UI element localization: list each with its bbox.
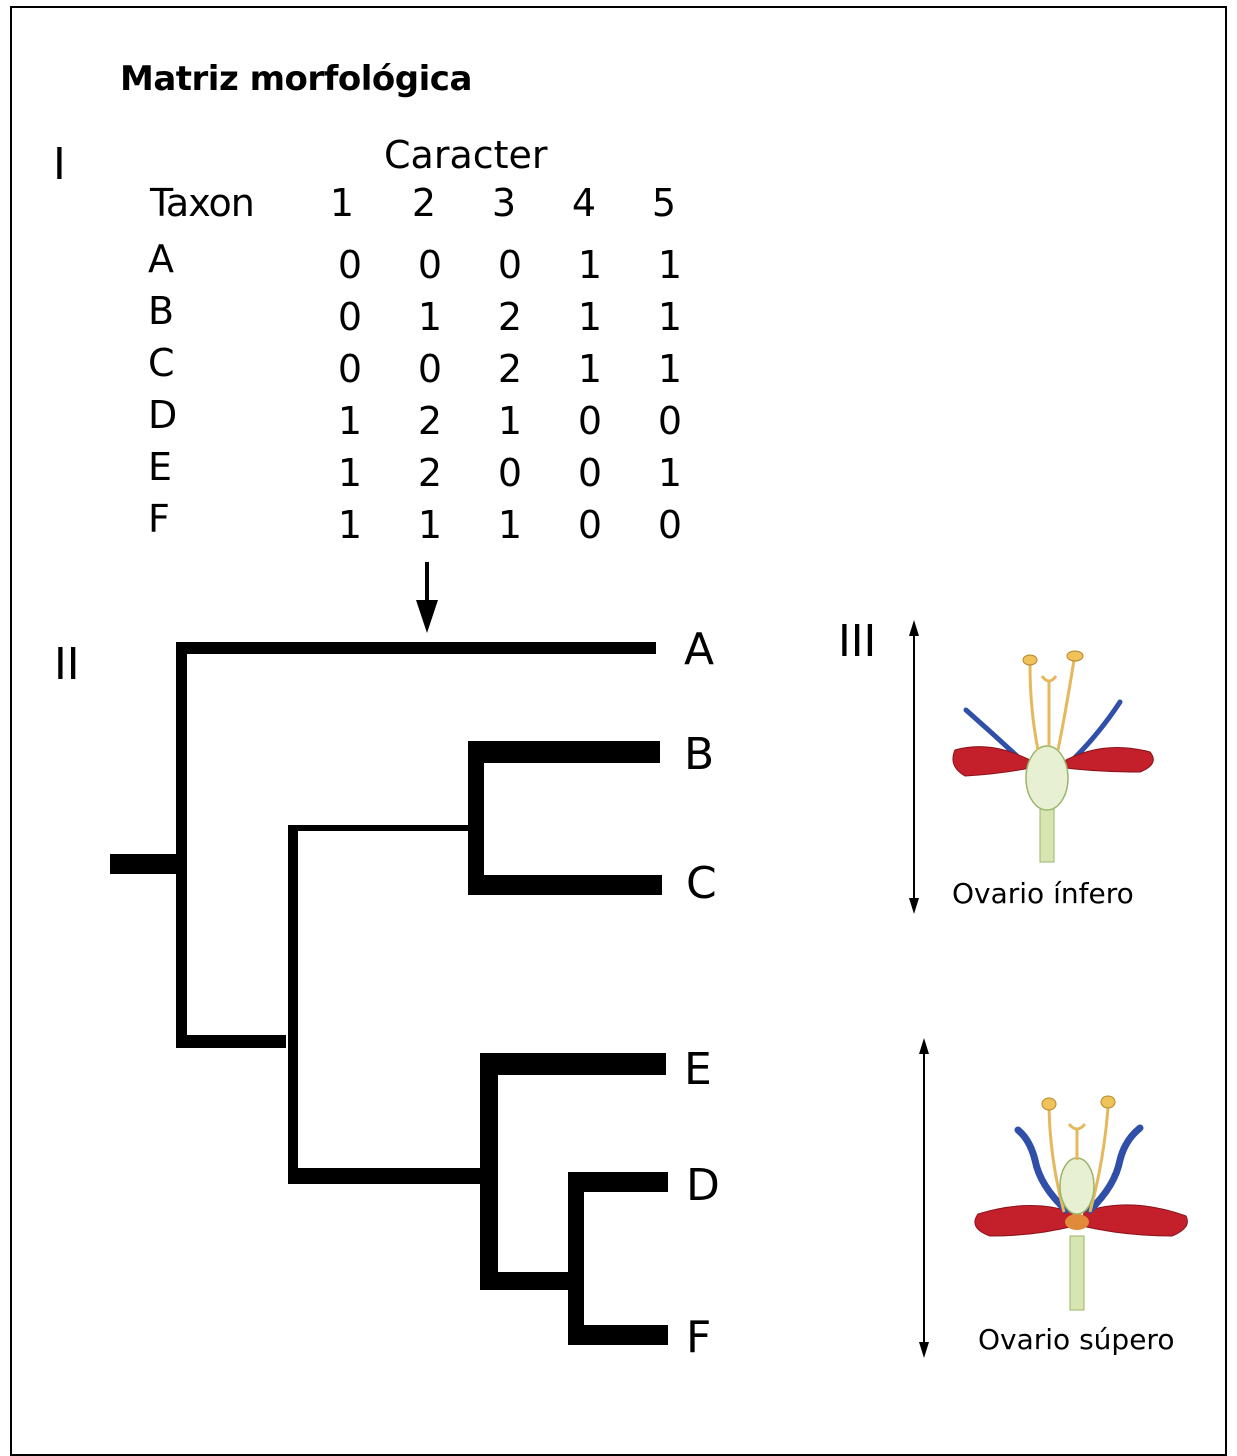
branch-c xyxy=(468,875,662,895)
leaf-label-e: E xyxy=(684,1044,712,1095)
matrix-cell: 0 xyxy=(577,503,603,547)
leaf-label-c: C xyxy=(686,858,717,909)
matrix-cell: 2 xyxy=(417,399,443,443)
flower-inferior-ovary-icon xyxy=(952,650,1154,863)
taxon-row-label: D xyxy=(148,393,178,437)
double-arrow-upper xyxy=(909,620,919,914)
matrix-cell: 0 xyxy=(337,243,363,287)
matrix-cell: 1 xyxy=(337,503,363,547)
flower-superior-ovary-icon xyxy=(974,1095,1188,1311)
matrix-cell: 1 xyxy=(337,399,363,443)
section-label-ii: II xyxy=(54,637,80,689)
edf-vertical xyxy=(480,1053,498,1290)
matrix-cell: 1 xyxy=(417,295,443,339)
character-number: 4 xyxy=(571,181,597,225)
character-number: 1 xyxy=(329,181,355,225)
inner-vertical xyxy=(288,826,298,1184)
character-number: 2 xyxy=(411,181,437,225)
character-header: Caracter xyxy=(384,133,548,177)
matrix-cell: 0 xyxy=(577,451,603,495)
double-arrow-lower xyxy=(919,1038,929,1358)
matrix-cell: 0 xyxy=(337,347,363,391)
figure-title: Matriz morfológica xyxy=(120,59,472,99)
matrix-cell: 0 xyxy=(577,399,603,443)
taxon-row-label: F xyxy=(148,497,170,541)
matrix-cell: 1 xyxy=(497,399,523,443)
matrix-cell: 1 xyxy=(577,347,603,391)
matrix-cell: 2 xyxy=(417,451,443,495)
matrix-cell: 2 xyxy=(497,347,523,391)
taxon-header: Taxon xyxy=(150,181,255,225)
branch-b xyxy=(468,741,660,763)
root-vertical xyxy=(176,644,187,1048)
matrix-cell: 0 xyxy=(417,347,443,391)
leaf-label-f: F xyxy=(686,1312,712,1363)
root-branch xyxy=(110,854,184,874)
matrix-cell: 1 xyxy=(337,451,363,495)
superior-ovary-label: Ovario súpero xyxy=(978,1323,1175,1356)
matrix-cell: 1 xyxy=(657,243,683,287)
character-number: 3 xyxy=(491,181,517,225)
branch-edf xyxy=(288,1168,484,1184)
inferior-ovary-label: Ovario ínfero xyxy=(952,877,1134,910)
leaf-label-b: B xyxy=(684,729,715,780)
matrix-cell: 1 xyxy=(657,347,683,391)
leaf-label-d: D xyxy=(686,1160,720,1211)
taxon-row-label: C xyxy=(148,341,175,385)
branch-df xyxy=(480,1272,576,1290)
taxon-row-label: A xyxy=(148,237,174,281)
branch-a xyxy=(176,642,656,654)
df-vertical xyxy=(568,1172,584,1344)
branch-bc xyxy=(288,825,468,831)
leaf-label-a: A xyxy=(684,624,715,675)
matrix-cell: 1 xyxy=(577,295,603,339)
matrix-cell: 1 xyxy=(497,503,523,547)
taxon-row-label: E xyxy=(148,445,173,489)
branch-inner xyxy=(180,1035,286,1048)
matrix-cell: 1 xyxy=(577,243,603,287)
matrix-cell: 0 xyxy=(657,399,683,443)
bc-vertical xyxy=(468,741,484,894)
matrix-cell: 0 xyxy=(657,503,683,547)
matrix-cell: 2 xyxy=(497,295,523,339)
matrix-cell: 1 xyxy=(417,503,443,547)
matrix-cell: 1 xyxy=(657,451,683,495)
cladogram xyxy=(110,642,668,1345)
matrix-cell: 0 xyxy=(417,243,443,287)
character-arrow xyxy=(416,562,438,633)
branch-e xyxy=(480,1053,666,1075)
character-number: 5 xyxy=(651,181,677,225)
matrix-cell: 1 xyxy=(657,295,683,339)
taxon-row-label: B xyxy=(148,289,175,333)
branch-d xyxy=(568,1172,668,1192)
section-label-i: I xyxy=(53,137,66,189)
matrix-cell: 0 xyxy=(497,243,523,287)
matrix-cell: 0 xyxy=(337,295,363,339)
section-label-iii: III xyxy=(838,614,877,666)
branch-f xyxy=(568,1325,668,1345)
matrix-cell: 0 xyxy=(497,451,523,495)
